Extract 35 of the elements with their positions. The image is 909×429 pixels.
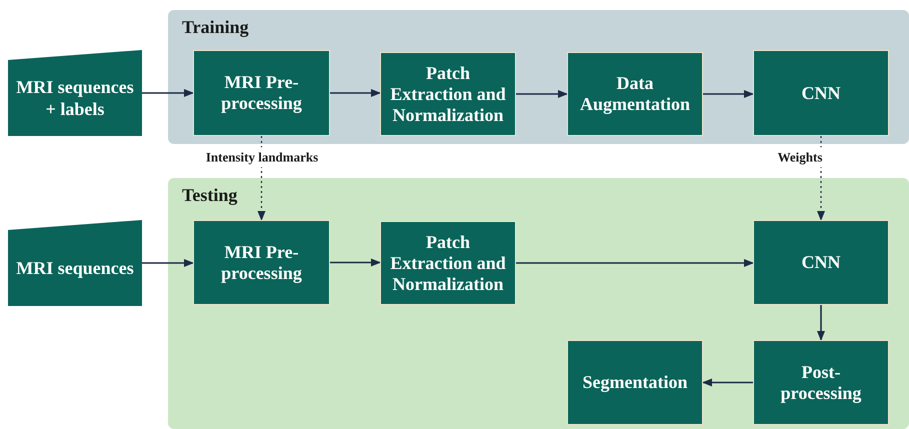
node-label: MRI Pre-processing <box>220 72 303 114</box>
arrow <box>702 378 753 386</box>
node-label: Data Augmentation <box>578 73 691 115</box>
node-label: CNN <box>800 82 842 104</box>
process-box <box>193 220 330 305</box>
input-shape <box>8 50 142 136</box>
arrow <box>142 89 194 97</box>
node-label: CNN <box>800 252 842 273</box>
node-label: Segmentation <box>582 372 688 393</box>
arrow <box>516 259 754 267</box>
arrow <box>330 89 381 97</box>
process-box <box>567 340 703 425</box>
arrow <box>817 305 825 341</box>
process-box <box>567 52 703 136</box>
node-label: MRI sequences + labels <box>15 76 135 120</box>
node-label: MRI Pre-processing <box>220 242 303 284</box>
arrow <box>516 90 568 98</box>
input-shape <box>8 220 142 306</box>
node-label: Patch Extraction and Normalization <box>389 62 507 126</box>
arrow <box>703 90 754 98</box>
panel-heading: Training <box>182 17 249 37</box>
process-box <box>380 221 516 305</box>
process-box <box>193 50 330 136</box>
arrow <box>330 258 381 266</box>
process-box <box>753 340 889 425</box>
group-panel <box>168 178 909 429</box>
process-box <box>380 52 516 136</box>
arrow <box>142 259 194 267</box>
process-box <box>753 50 889 136</box>
process-box <box>753 220 889 305</box>
panel-heading: Testing <box>182 185 238 205</box>
node-label: Post-processing <box>780 362 862 404</box>
node-label: MRI sequences <box>15 257 135 279</box>
group-panel <box>168 10 909 144</box>
node-label: Patch Extraction and Normalization <box>389 232 507 294</box>
